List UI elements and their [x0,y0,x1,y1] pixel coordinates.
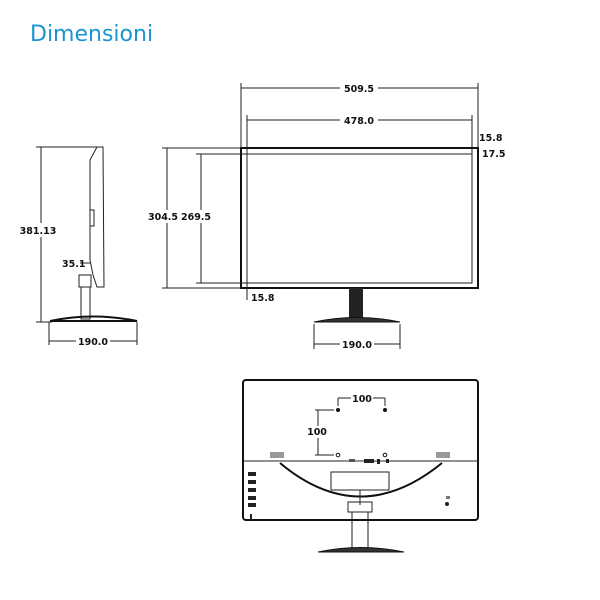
screen-width-label: 478.0 [344,116,374,127]
overall-width-label: 509.5 [344,84,374,95]
bottom-bezel-label: 15.8 [251,293,275,304]
front-base-label: 190.0 [342,340,372,351]
top-bezel-label: 15.8 [479,133,503,144]
front-view: 509.5 478.0 15.8 17.5 304.5 269.5 15.8 [148,82,505,351]
vesa-vertical-label: 100 [307,427,327,438]
vesa-horizontal-label: 100 [352,394,372,405]
side-view: 381.13 190.0 35.1 [18,146,138,348]
side-height-label: 381.13 [20,226,57,237]
overall-height-label: 304.5 [148,212,178,223]
side-base-label: 190.0 [78,337,108,348]
page-title: Dimensioni [30,22,154,47]
screen-height-label: 269.5 [181,212,211,223]
side-depth-label: 35.1 [62,259,85,270]
top-bezel-inner-label: 17.5 [482,149,505,160]
back-view: 100 100 [242,379,479,553]
control-buttons [248,472,256,520]
